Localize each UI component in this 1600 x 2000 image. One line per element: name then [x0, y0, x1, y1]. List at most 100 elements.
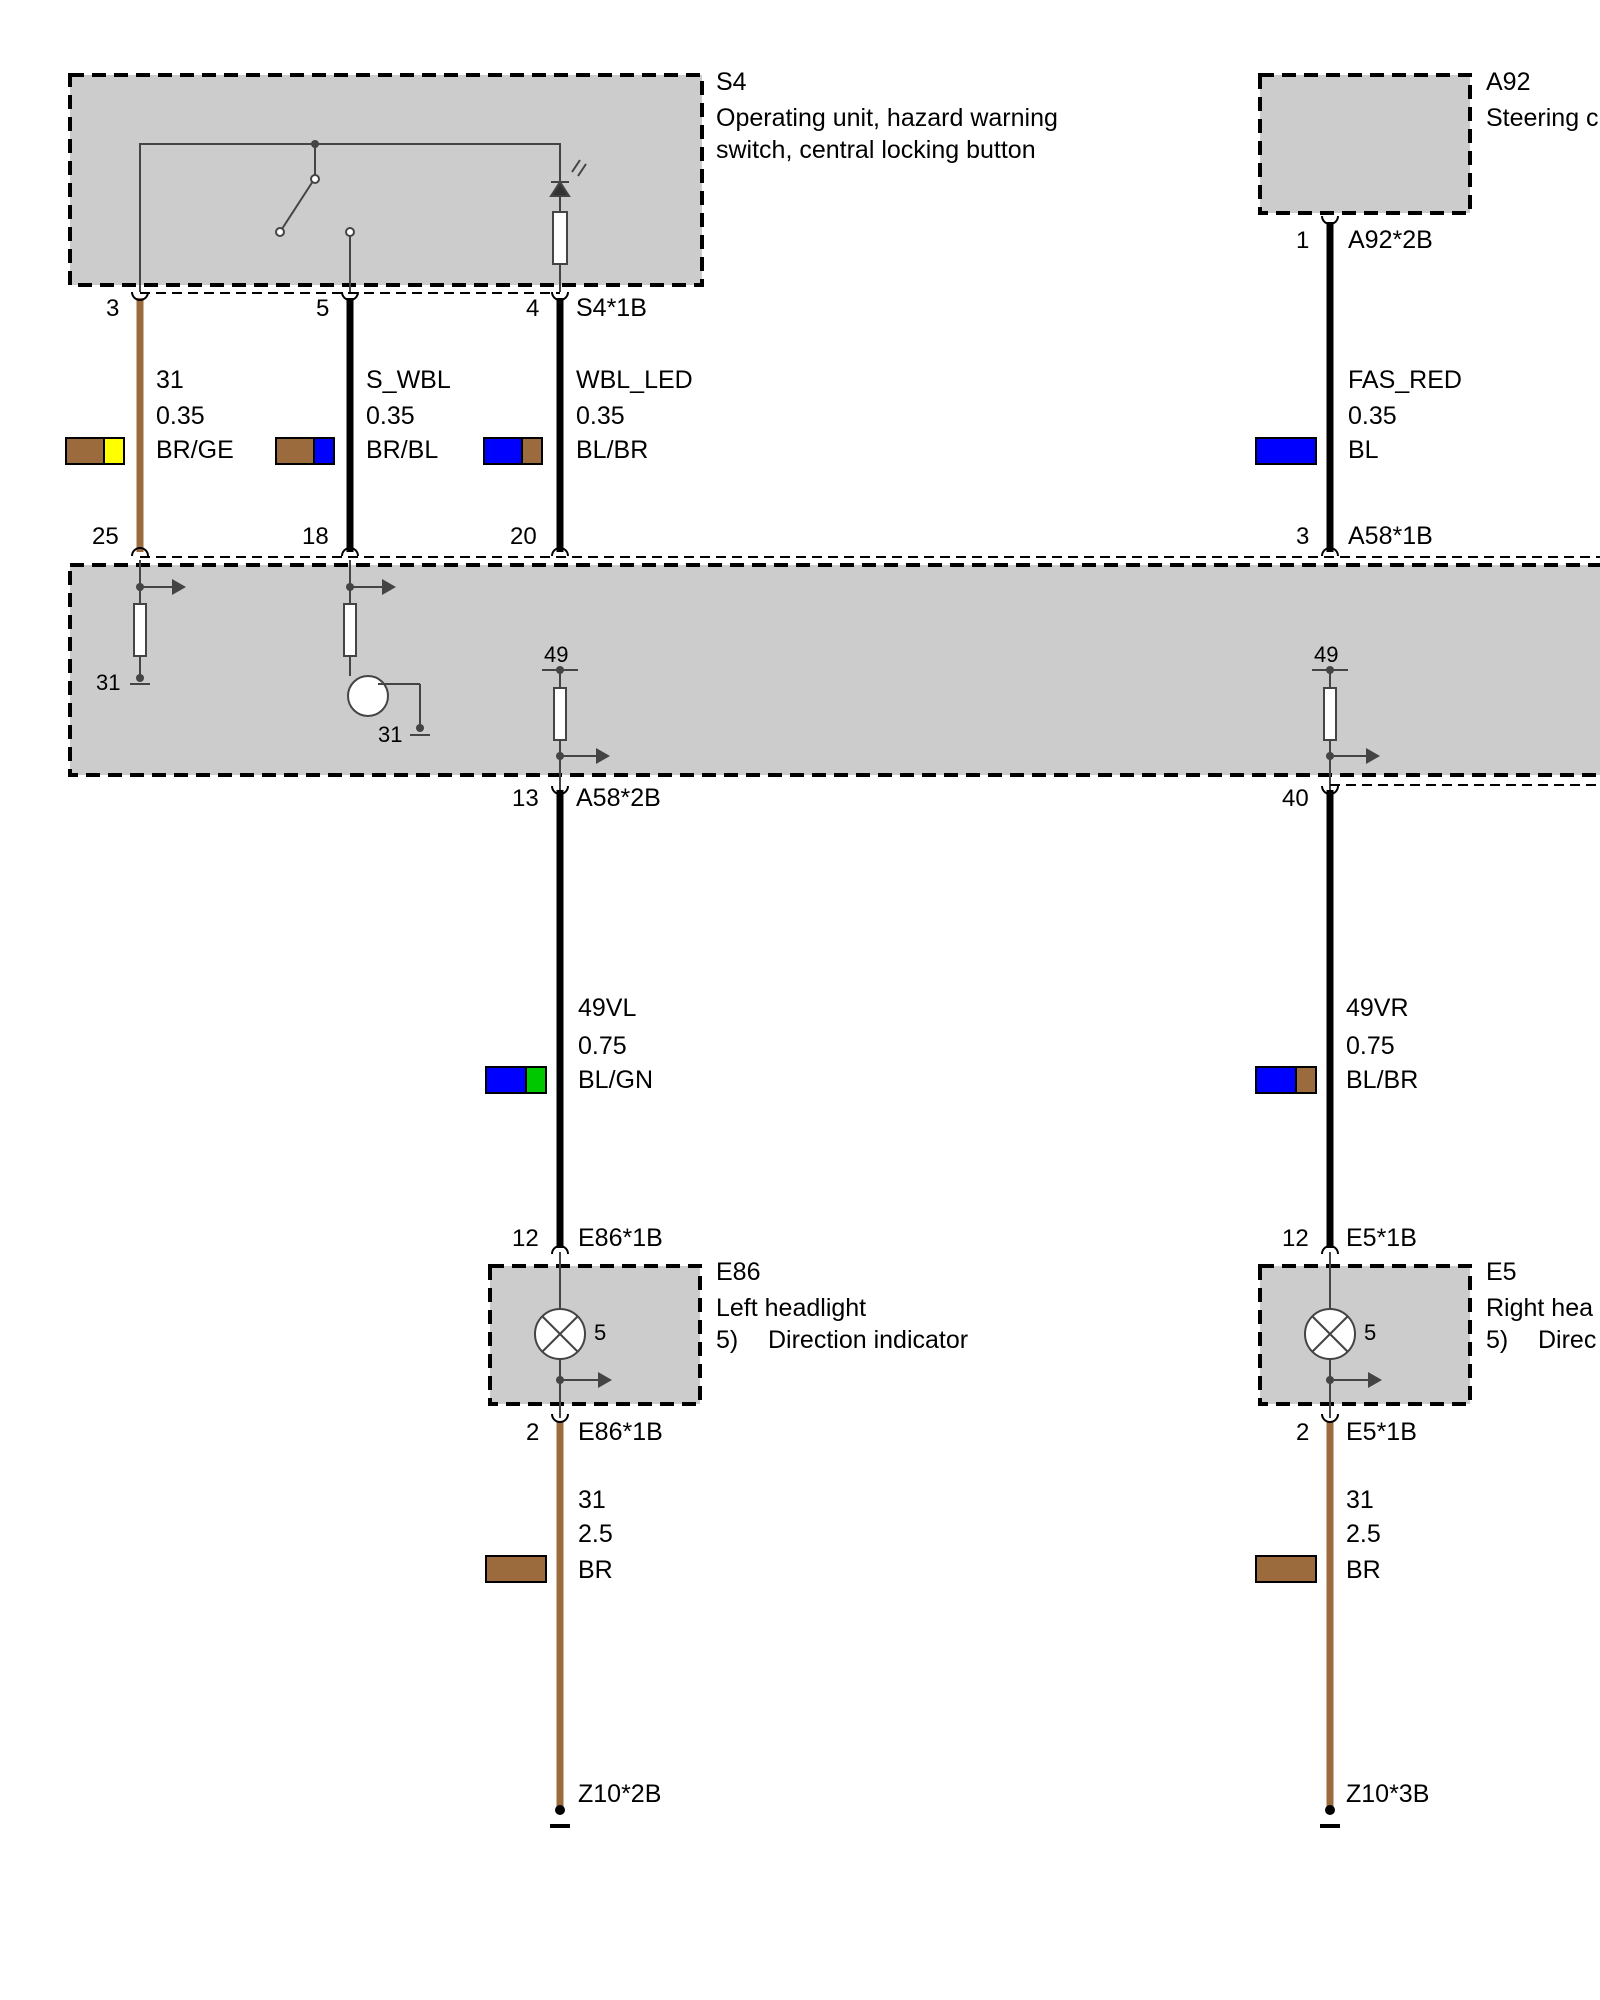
wire-bl-br-led-swatch-stripe — [521, 437, 543, 465]
wire-bl-gn-pin-top: 13 — [512, 785, 539, 812]
wire-br-bl-swatch-stripe — [313, 437, 335, 465]
a58-supply-label-left: 49 — [544, 642, 568, 667]
wire-bl-br-vr-swatch-stripe — [1295, 1066, 1317, 1094]
wire-bl-br-vr-signal: 49VR — [1346, 994, 1409, 1022]
arrow-icon — [1368, 1372, 1382, 1388]
ground-point-left — [555, 1805, 565, 1815]
s4-id: S4 — [716, 68, 747, 96]
arrow-icon — [172, 579, 186, 595]
a58-connector-bottom-label: A58*2B — [576, 784, 661, 812]
wire-bl-fas-red-signal: FAS_RED — [1348, 366, 1462, 394]
wire-br-bl-size: 0.35 — [366, 402, 415, 430]
wire-bl-br-led-pin-bottom: 20 — [510, 523, 537, 550]
wire-bl-br-led-swatch-main — [483, 437, 523, 465]
s4-box — [68, 73, 704, 287]
s4-internal-circuit — [139, 143, 587, 292]
wire-bl-br-vr-pin-bottom: 12 — [1282, 1225, 1309, 1252]
wire-br-bl-pin-top: 5 — [316, 295, 329, 322]
junction-dot — [1326, 1376, 1334, 1384]
wire-bl-fas-red-pin-top: 1 — [1296, 227, 1309, 254]
wire-br-ge-signal: 31 — [156, 366, 184, 394]
ground-right-label: Z10*3B — [1346, 1780, 1429, 1808]
ground-dot — [416, 724, 424, 732]
wire-br-ge-swatch-main — [65, 437, 105, 465]
wire-bl-gn-code: BL/GN — [578, 1066, 653, 1094]
wire-br-ge-pin-top: 3 — [106, 295, 119, 322]
e86-lamp-icon — [534, 1252, 598, 1418]
wire-bl-br-led-signal: WBL_LED — [576, 366, 693, 394]
junction-dot — [346, 583, 354, 591]
wire-bl-br-led-code: BL/BR — [576, 436, 648, 464]
wire-bl-br-led-pin-top: 4 — [526, 295, 539, 322]
a92-desc: Steering c — [1486, 104, 1599, 132]
junction-dot — [1326, 752, 1334, 760]
e86-function-text: Direction indicator — [768, 1326, 968, 1354]
wire-bl-gn-swatch-stripe — [525, 1066, 547, 1094]
a92-box — [1258, 73, 1472, 215]
wire-bl-br-vr-swatch-main — [1255, 1066, 1297, 1094]
ground-dot — [136, 674, 144, 682]
wire-bl-br-vr-code: BL/BR — [1346, 1066, 1418, 1094]
wire-bl-fas-red-size: 0.35 — [1348, 402, 1397, 430]
wire-br-ge-pin-bottom: 25 — [92, 523, 119, 550]
wire-br-ge-swatch-stripe — [103, 437, 125, 465]
e86-desc: Left headlight — [716, 1294, 866, 1322]
wire-br-bl-signal: S_WBL — [366, 366, 451, 394]
a58-box — [68, 563, 1600, 777]
e5-id: E5 — [1486, 1258, 1517, 1286]
junction-dot — [311, 140, 319, 148]
arrow-icon — [382, 579, 396, 595]
arrow-icon — [1366, 748, 1380, 764]
a58-internal-circuit — [130, 560, 1366, 790]
junction-dot — [136, 583, 144, 591]
junction-dot — [556, 752, 564, 760]
wire-br-ground-right-signal: 31 — [1346, 1486, 1374, 1514]
wire-br-ground-right-size: 2.5 — [1346, 1520, 1381, 1548]
wire-bl-br-vr-pin-top: 40 — [1282, 785, 1309, 812]
e5-lamp-icon — [1304, 1252, 1368, 1418]
connector-cups — [131, 215, 1339, 1423]
e86-lamp-pin: 5 — [594, 1320, 606, 1345]
ground-point-right — [1325, 1805, 1335, 1815]
wire-br-bl-pin-bottom: 18 — [302, 523, 329, 550]
e86-connector-bottom-label: E86*1B — [578, 1418, 663, 1446]
wire-br-bl-swatch-main — [275, 437, 315, 465]
arrow-icon — [598, 1372, 612, 1388]
wire-br-ground-right-pin: 2 — [1296, 1419, 1309, 1446]
wire-bl-gn-pin-bottom: 12 — [512, 1225, 539, 1252]
wire-br-ground-left-swatch — [485, 1555, 547, 1583]
wire-bl-br-vr-size: 0.75 — [1346, 1032, 1395, 1060]
wire-bl-gn-swatch-main — [485, 1066, 527, 1094]
a92-connector-label: A92*2B — [1348, 226, 1433, 254]
e5-function-text: Direc — [1538, 1326, 1596, 1354]
s4-desc-line1: Operating unit, hazard warning — [716, 104, 1058, 132]
e5-connector-top-label: E5*1B — [1346, 1224, 1417, 1252]
junction-dot — [1326, 666, 1334, 674]
wire-br-ground-left-pin: 2 — [526, 1419, 539, 1446]
wire-br-ge-code: BR/GE — [156, 436, 234, 464]
wire-bl-gn-signal: 49VL — [578, 994, 636, 1022]
wire-bl-fas-red-pin-bottom: 3 — [1296, 523, 1309, 550]
a58-ground-label-b: 31 — [378, 722, 402, 747]
wire-bl-gn-size: 0.75 — [578, 1032, 627, 1060]
wire-br-ground-right-swatch — [1255, 1555, 1317, 1583]
e5-connector-bottom-label: E5*1B — [1346, 1418, 1417, 1446]
a58-supply-label-right: 49 — [1314, 642, 1338, 667]
e5-desc: Right hea — [1486, 1294, 1593, 1322]
wire-br-ground-right-code: BR — [1346, 1556, 1381, 1584]
a58-connector-top-label: A58*1B — [1348, 522, 1433, 550]
wire-br-ground-left-size: 2.5 — [578, 1520, 613, 1548]
a92-id: A92 — [1486, 68, 1530, 96]
a58-ground-label-a: 31 — [96, 670, 120, 695]
e86-id: E86 — [716, 1258, 760, 1286]
arrow-icon — [596, 748, 610, 764]
wire-br-ground-left-signal: 31 — [578, 1486, 606, 1514]
wire-br-ge-size: 0.35 — [156, 402, 205, 430]
junction-dot — [556, 1376, 564, 1384]
s4-desc-line2: switch, central locking button — [716, 136, 1036, 164]
ground-left-label: Z10*2B — [578, 1780, 661, 1808]
wire-br-bl-code: BR/BL — [366, 436, 438, 464]
wire-bl-br-led-size: 0.35 — [576, 402, 625, 430]
e5-function-num: 5) — [1486, 1326, 1508, 1354]
